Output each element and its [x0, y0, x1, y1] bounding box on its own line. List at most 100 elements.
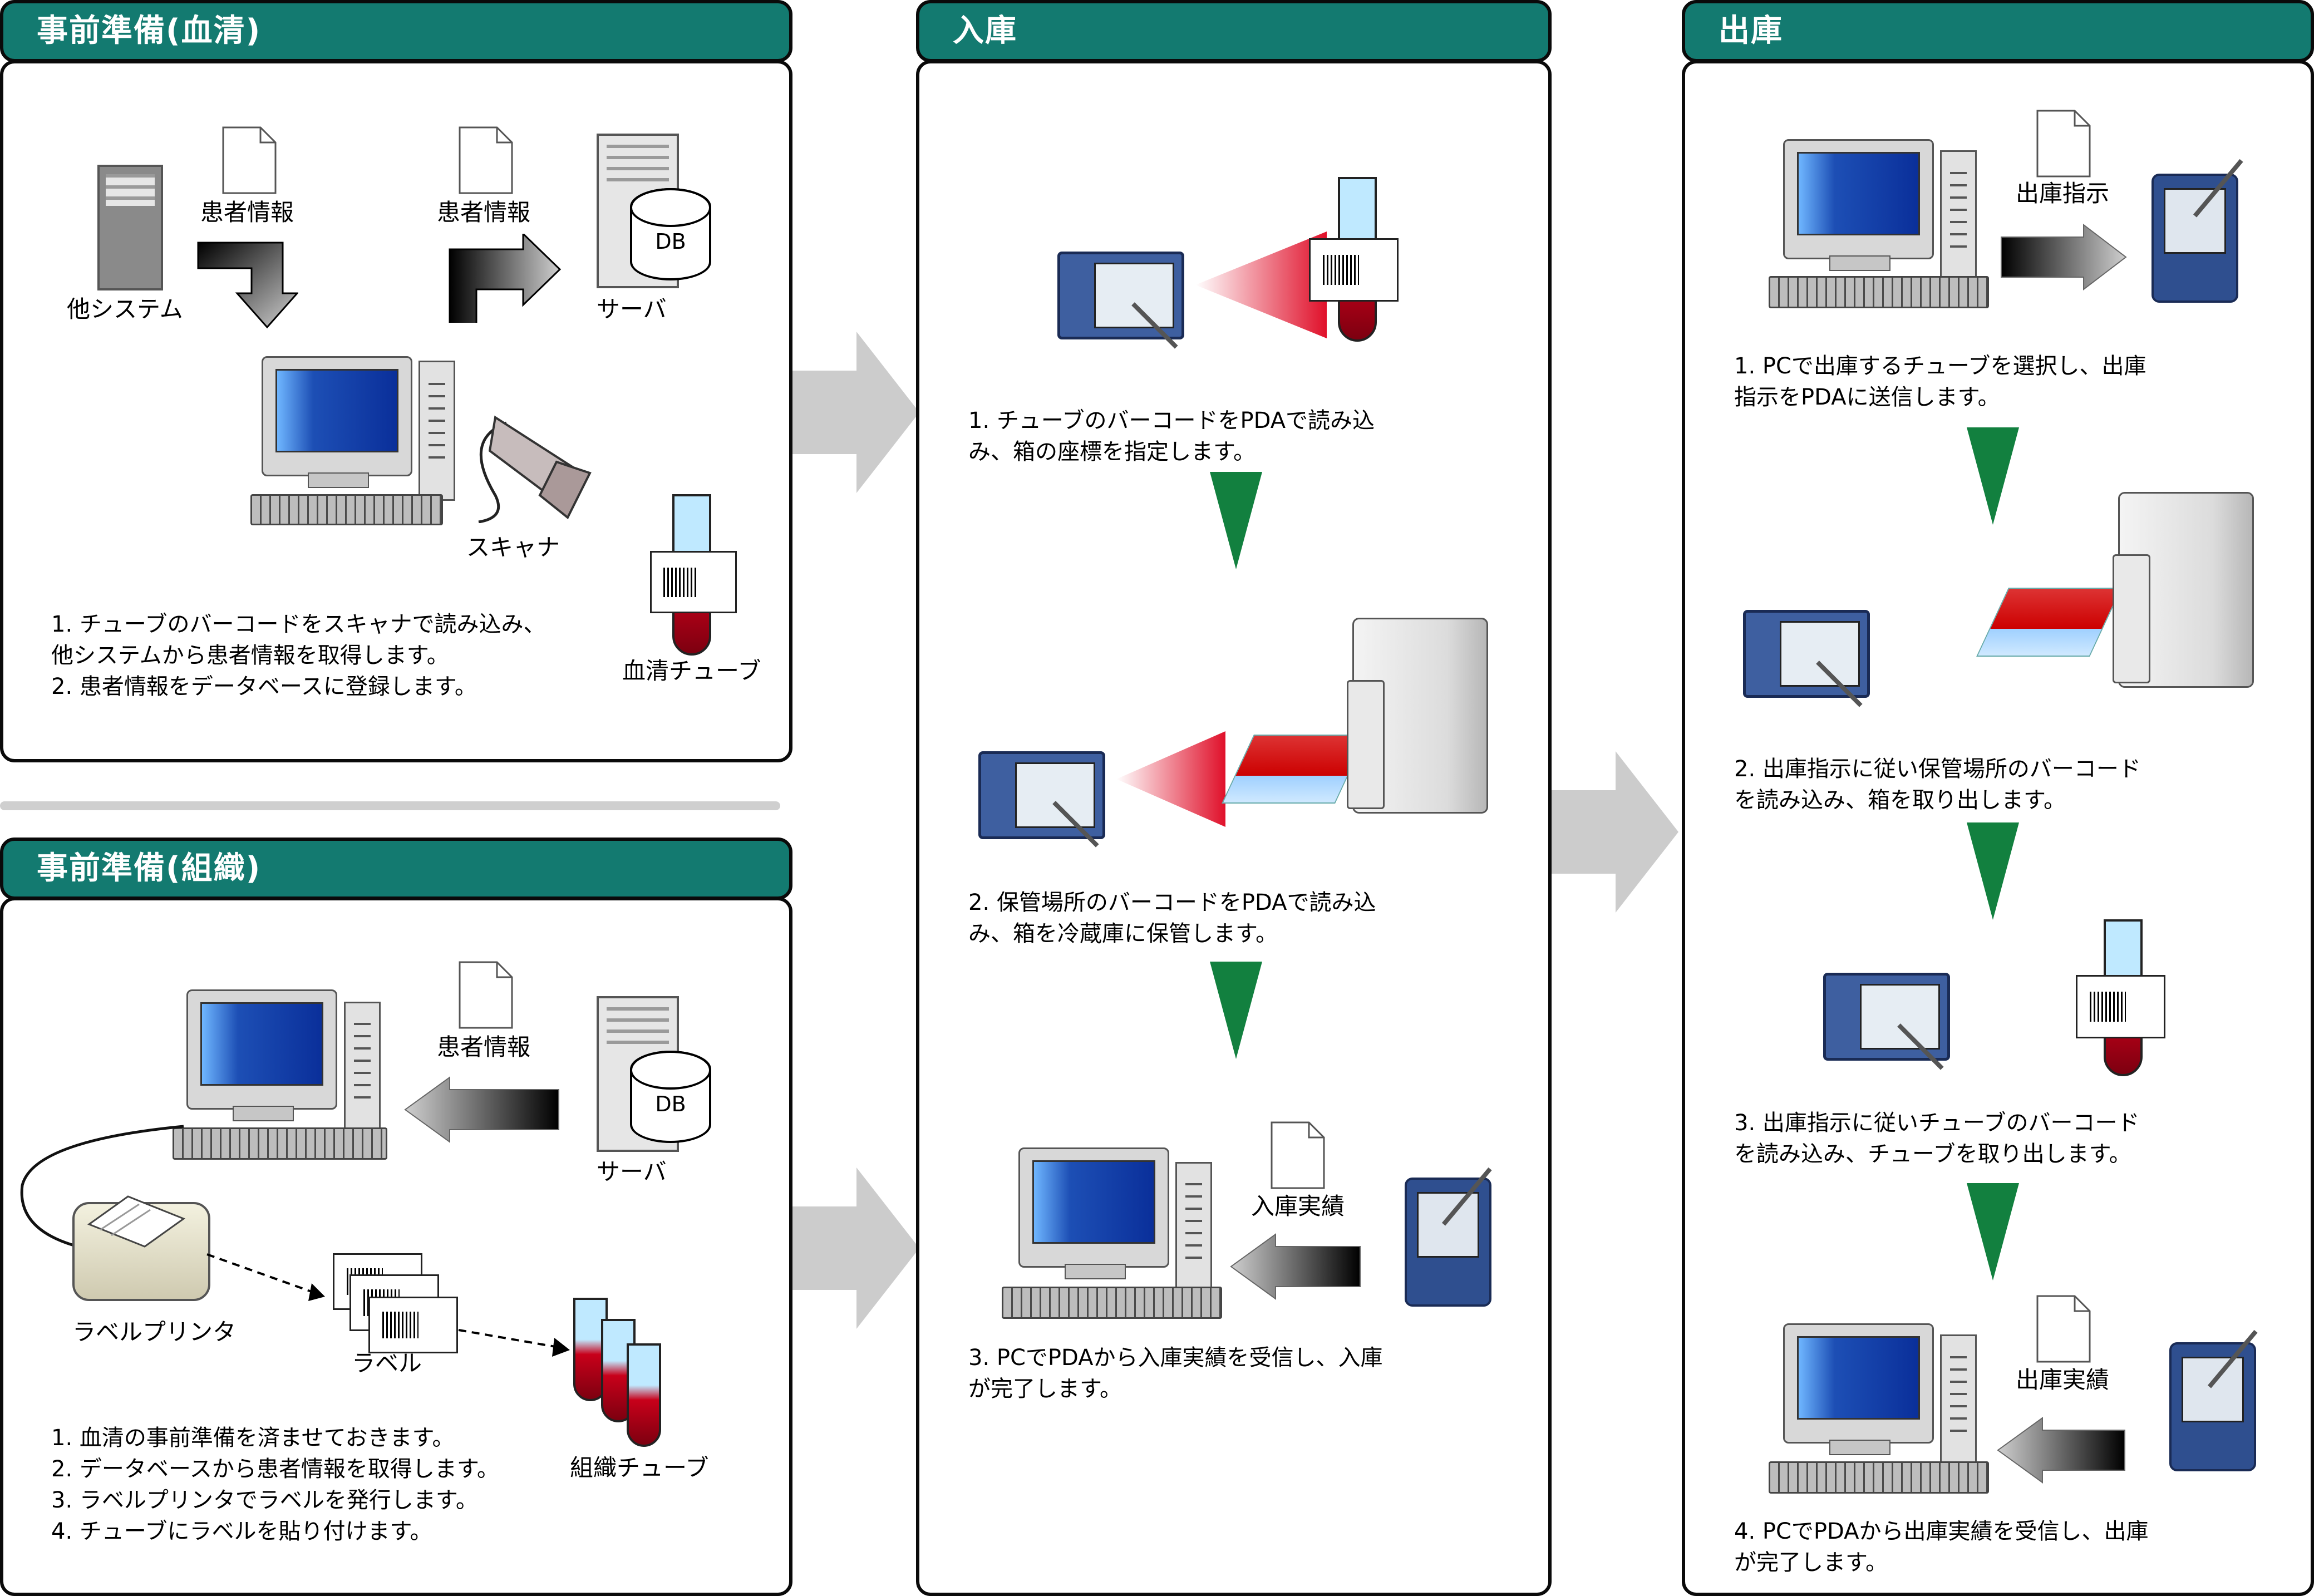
pc-tower-icon [419, 361, 455, 501]
pda-icon [2151, 174, 2238, 303]
step-line: 2. 患者情報をデータベースに登録します。 [51, 674, 477, 700]
label-tissue-tube: 組織チューブ [570, 1454, 709, 1481]
handheld-pda-icon [1823, 973, 1950, 1061]
step-1-storage-in: 1. チューブのバーコードをPDAで読み込 み、箱の座標を指定します。 [968, 405, 1375, 467]
step-2-storage-in: 2. 保管場所のバーコードをPDAで読み込 み、箱を冷蔵庫に保管します。 [968, 887, 1376, 949]
label-sheet-icon [368, 1297, 458, 1353]
scan-beam-icon [1195, 231, 1327, 338]
step-line: を読み込み、箱を取り出します。 [1734, 787, 2066, 813]
step-line: 1. チューブのバーコードをスキャナで読み込み、 [51, 612, 546, 637]
step-4-storage-out: 4. PCでPDAから出庫実績を受信し、出庫 が完了します。 [1734, 1516, 2149, 1578]
pda-icon [2169, 1342, 2256, 1471]
section-header-storage-out: 出庫 [1682, 0, 2314, 62]
section-title-storage-out: 出庫 [1719, 13, 1783, 49]
db-label: DB [655, 1092, 686, 1116]
monitor-icon [1783, 139, 1934, 271]
arrow-left-icon [1997, 1417, 2125, 1484]
step-line: が完了します。 [968, 1376, 1122, 1402]
arrow-left-icon [1230, 1233, 1361, 1300]
step-arrow-down-icon [1967, 822, 2019, 920]
step-3-storage-out: 3. 出庫指示に従いチューブのバーコード を読み込み、チューブを取り出します。 [1734, 1107, 2139, 1170]
arrow-right-icon [449, 234, 562, 323]
monitor-icon [1018, 1147, 1169, 1279]
document-icon [2036, 1295, 2091, 1363]
step-line: が完了します。 [1734, 1550, 1888, 1575]
step-line: 他システムから患者情報を取得します。 [51, 643, 449, 668]
barcode-label-icon [2076, 975, 2165, 1038]
printer-paper-icon [87, 1195, 186, 1248]
pc-tower-icon [344, 1002, 381, 1136]
arrow-down-icon [197, 242, 298, 329]
handheld-pda-icon [1057, 252, 1184, 339]
section-header-tissue: 事前準備(組織) [0, 838, 792, 900]
keyboard-icon [1769, 276, 1989, 308]
refrigerator-door-icon [2113, 554, 2150, 683]
steps-tissue: 1. 血清の事前準備を済ませておきます。 2. データベースから患者情報を取得し… [51, 1422, 499, 1547]
label-patient-info-1: 患者情報 [200, 199, 294, 226]
keyboard-icon [173, 1127, 387, 1160]
step-line: 2. 保管場所のバーコードをPDAで読み込 [968, 890, 1376, 915]
other-system-server-icon [97, 165, 163, 290]
tissue-tube-icon [627, 1343, 661, 1447]
db-icon: DB [630, 1051, 711, 1143]
arrow-right-icon [2001, 223, 2127, 291]
pc-tower-icon [1940, 150, 1977, 286]
step-line: 3. PCでPDAから入庫実績を受信し、入庫 [968, 1345, 1383, 1371]
db-label: DB [655, 229, 686, 254]
step-line: を読み込み、チューブを取り出します。 [1734, 1141, 2131, 1167]
label-server: サーバ [597, 295, 667, 323]
label-storage-result: 入庫実績 [1251, 1193, 1345, 1220]
document-icon [1271, 1121, 1325, 1189]
pda-icon [1405, 1178, 1491, 1307]
step-line: 4. チューブにラベルを貼り付けます。 [51, 1519, 432, 1544]
label-server-tissue: サーバ [597, 1158, 667, 1185]
monitor-icon [1783, 1323, 1934, 1455]
step-1-storage-out: 1. PCで出庫するチューブを選択し、出庫 指示をPDAに送信します。 [1734, 351, 2146, 413]
step-arrow-down-icon [1967, 1183, 2019, 1280]
monitor-icon [186, 989, 337, 1121]
keyboard-icon [1002, 1287, 1222, 1319]
dashed-arrow-icon [458, 1329, 570, 1357]
step-arrow-down-icon [1210, 962, 1262, 1059]
pc-tower-icon [1175, 1162, 1212, 1297]
flow-arrow-icon [792, 1168, 919, 1329]
section-title-tissue: 事前準備(組織) [37, 850, 262, 886]
arrow-left-icon [404, 1076, 559, 1143]
document-icon [459, 961, 513, 1029]
step-line: 1. PCで出庫するチューブを選択し、出庫 [1734, 353, 2146, 379]
flow-arrow-icon [1552, 751, 1678, 913]
step-line: 指示をPDAに送信します。 [1734, 385, 2000, 410]
step-line: み、箱の座標を指定します。 [968, 439, 1256, 465]
document-icon [2036, 110, 2091, 178]
step-line: 2. 出庫指示に従い保管場所のバーコード [1734, 756, 2141, 782]
barcode-label-icon [650, 551, 737, 613]
label-label: ラベル [352, 1349, 422, 1377]
scan-beam-icon [1116, 731, 1225, 827]
section-header-storage-in: 入庫 [916, 0, 1552, 62]
label-patient-info-2: 患者情報 [437, 199, 531, 226]
step-arrow-down-icon [1210, 472, 1262, 569]
label-other-system: 他システム [67, 295, 183, 323]
section-header-serum: 事前準備(血清) [0, 0, 792, 62]
label-patient-info-tissue: 患者情報 [437, 1033, 531, 1061]
label-out-instruction: 出庫指示 [2016, 180, 2110, 207]
section-title-serum: 事前準備(血清) [37, 13, 262, 49]
step-line: 1. チューブのバーコードをPDAで読み込 [968, 408, 1375, 434]
step-line: 4. PCでPDAから出庫実績を受信し、出庫 [1734, 1519, 2149, 1544]
document-icon [222, 126, 277, 194]
step-line: 3. ラベルプリンタでラベルを発行します。 [51, 1487, 478, 1513]
step-arrow-down-icon [1967, 427, 2019, 525]
monitor-icon [262, 356, 412, 488]
dashed-arrow-icon [206, 1253, 325, 1301]
cable-line [20, 1125, 184, 1248]
refrigerator-door-icon [1347, 680, 1385, 809]
step-3-storage-in: 3. PCでPDAから入庫実績を受信し、入庫 が完了します。 [968, 1342, 1383, 1405]
flow-arrow-icon [792, 332, 919, 493]
steps-serum: 1. チューブのバーコードをスキャナで読み込み、 他システムから患者情報を取得し… [51, 609, 545, 702]
keyboard-icon [250, 494, 443, 525]
handheld-pda-icon [1743, 610, 1870, 698]
barcode-scanner-icon [478, 415, 592, 523]
label-label-printer: ラベルプリンタ [72, 1318, 237, 1346]
step-line: み、箱を冷蔵庫に保管します。 [968, 921, 1278, 947]
label-serum-tube: 血清チューブ [622, 657, 761, 684]
